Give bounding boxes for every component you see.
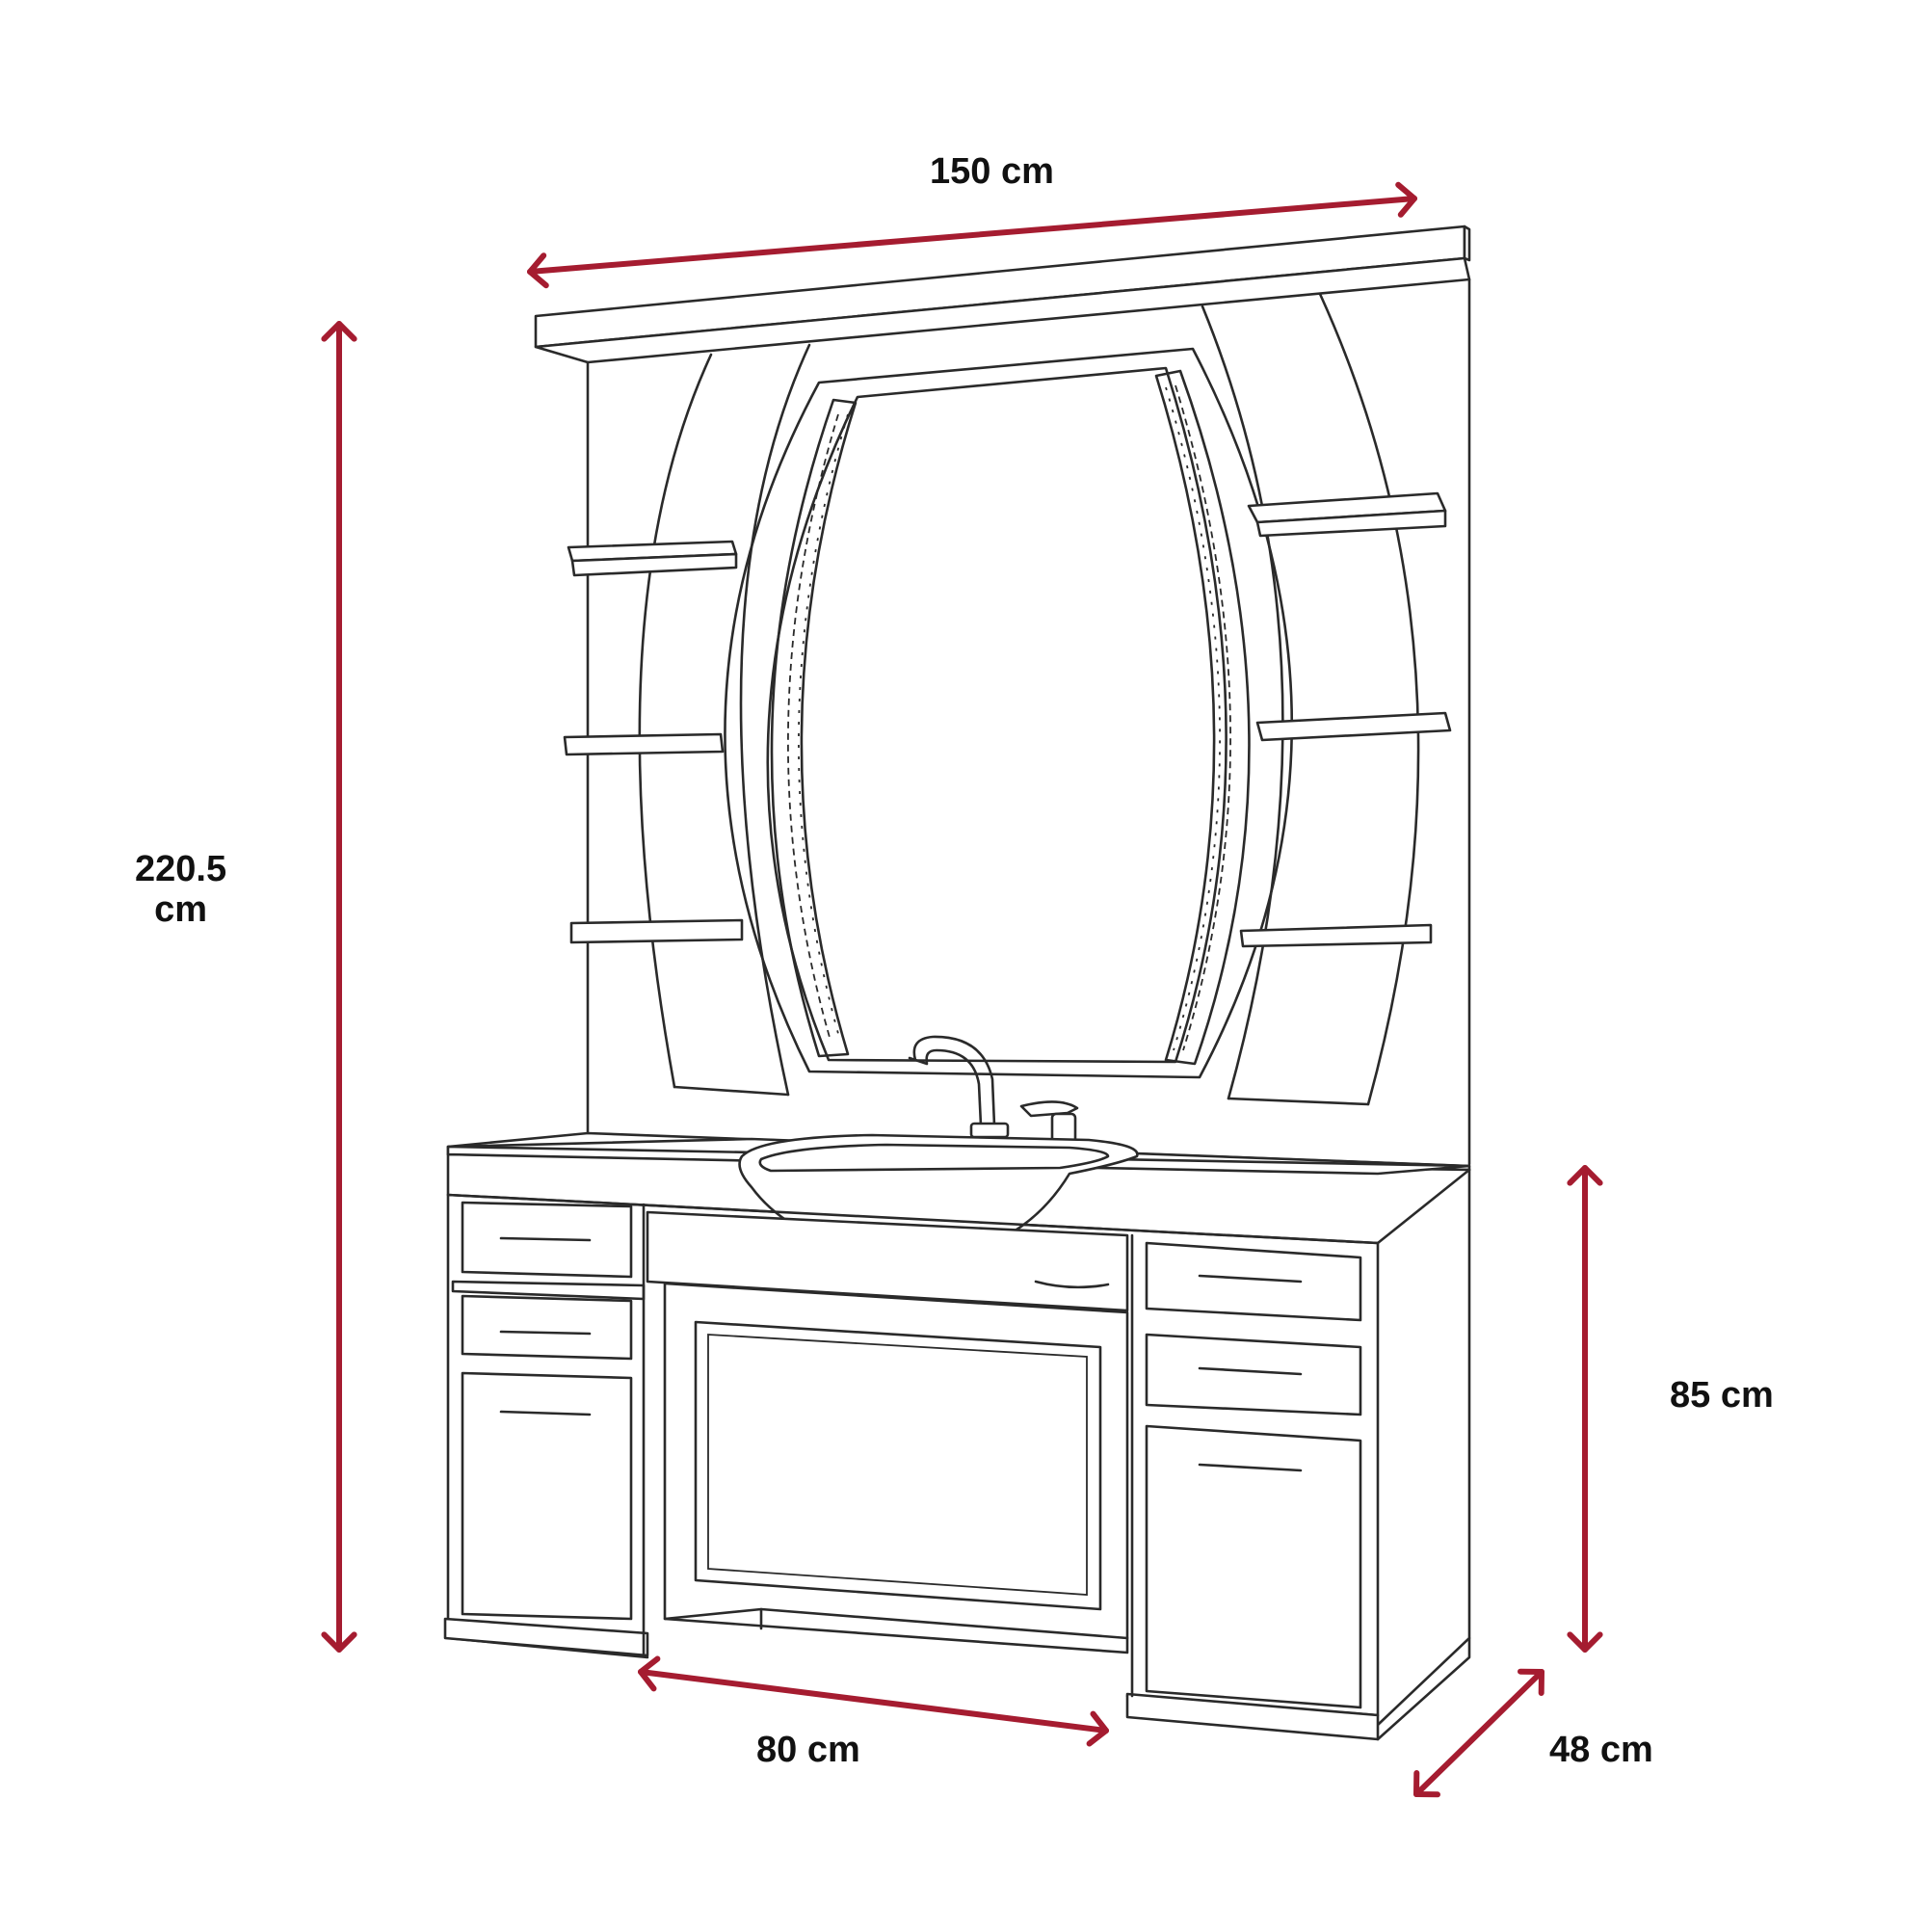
left-shelves (563, 540, 744, 944)
height-value: 220.5 (135, 849, 227, 889)
height-arrow (321, 321, 357, 1653)
depth-arrow (1413, 1668, 1544, 1798)
faucet (908, 1035, 1079, 1145)
width-arrow (527, 181, 1417, 289)
height-label: 220.5 cm (135, 849, 227, 931)
dimension-arrows (321, 181, 1603, 1798)
top-canopy (534, 225, 1471, 1166)
right-shelves (1239, 491, 1452, 948)
drawer-handles (499, 1236, 1303, 1472)
depth-label: 48 cm (1549, 1730, 1653, 1770)
vanity-cabinet (443, 1168, 1471, 1741)
counter-height-label: 85 cm (1670, 1375, 1774, 1416)
greek-key-border-left (770, 398, 858, 1058)
width-label: 150 cm (930, 151, 1054, 192)
height-unit: cm (154, 888, 207, 930)
mirror-frame (638, 292, 1420, 1106)
knee-width-arrow (638, 1655, 1109, 1747)
greek-key-border-right (1154, 369, 1251, 1066)
knee-width-label: 80 cm (756, 1730, 860, 1770)
counter-height-arrow (1567, 1165, 1603, 1653)
